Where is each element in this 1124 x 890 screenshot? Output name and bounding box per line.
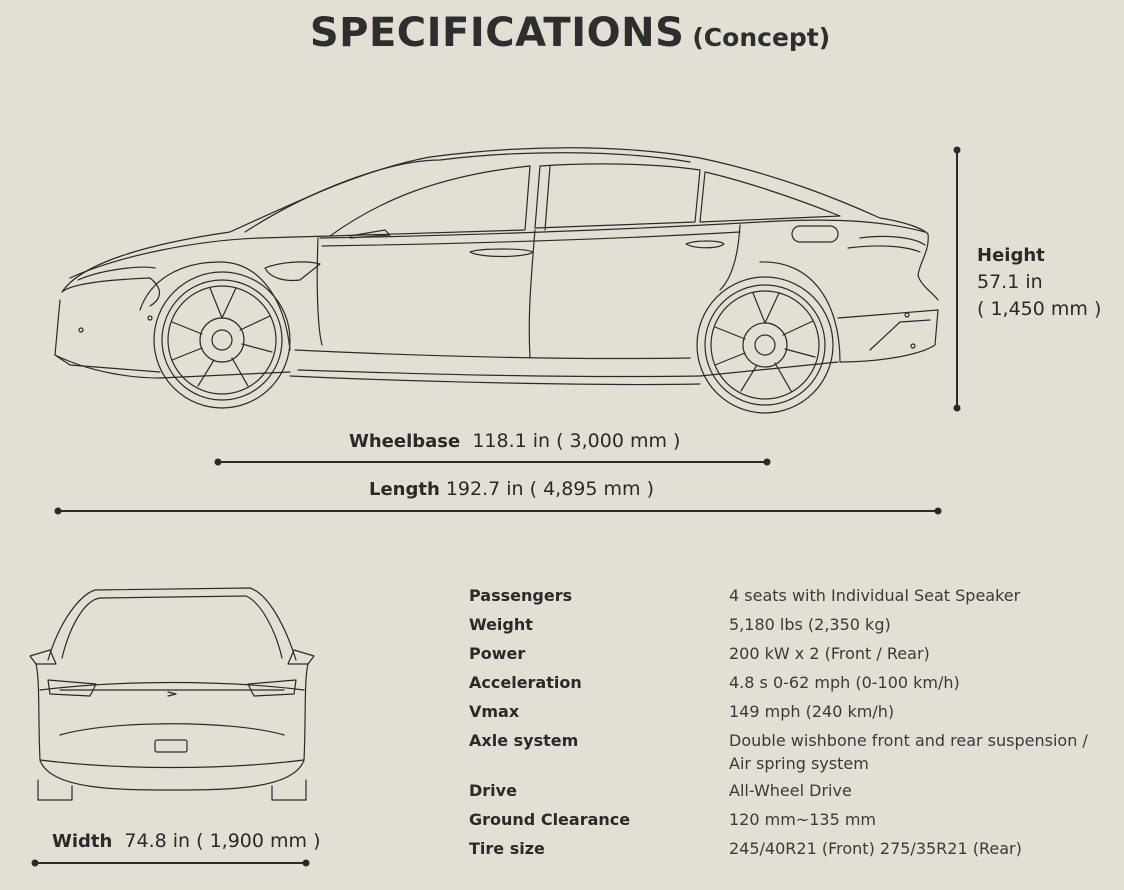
spec-label: Power	[469, 644, 526, 663]
spec-value: Double wishbone front and rear suspensio…	[729, 731, 1088, 773]
spec-label: Acceleration	[469, 673, 582, 692]
length-value: 192.7 in ( 4,895 mm )	[445, 478, 654, 500]
spec-value: 245/40R21 (Front) 275/35R21 (Rear)	[729, 839, 1022, 858]
height-value-in: 57.1 in	[977, 271, 1043, 293]
height-title: Height	[977, 245, 1045, 266]
title-subtitle: (Concept)	[692, 23, 831, 52]
width-label: Width 74.8 in ( 1,900 mm )	[52, 830, 320, 852]
wheelbase-value: 118.1 in ( 3,000 mm )	[472, 430, 681, 452]
side-view-car	[54, 147, 939, 414]
spec-row-acceleration: Acceleration 4.8 s 0-62 mph (0-100 km/h)	[469, 671, 1109, 700]
spec-row-drive: Drive All-Wheel Drive	[469, 779, 1109, 808]
spec-row-ground-clearance: Ground Clearance 120 mm~135 mm	[469, 808, 1109, 837]
length-title: Length	[369, 479, 440, 500]
length-label: Length 192.7 in ( 4,895 mm )	[369, 478, 654, 500]
page-title: SPECIFICATIONS(Concept)	[0, 10, 1124, 56]
spec-label: Ground Clearance	[469, 810, 631, 829]
wheelbase-title: Wheelbase	[349, 431, 461, 452]
spec-label: Vmax	[469, 702, 520, 721]
spec-row-passengers: Passengers 4 seats with Individual Seat …	[469, 584, 1109, 613]
spec-value: 5,180 lbs (2,350 kg)	[729, 615, 891, 634]
front-view-car	[29, 587, 315, 801]
spec-table: Passengers 4 seats with Individual Seat …	[469, 584, 1109, 866]
spec-value: 200 kW x 2 (Front / Rear)	[729, 644, 930, 663]
spec-row-power: Power 200 kW x 2 (Front / Rear)	[469, 642, 1109, 671]
spec-row-axle-system: Axle system Double wishbone front and re…	[469, 729, 1109, 779]
spec-label: Passengers	[469, 586, 573, 605]
wheelbase-label: Wheelbase 118.1 in ( 3,000 mm )	[349, 430, 680, 452]
width-value: 74.8 in ( 1,900 mm )	[124, 830, 321, 852]
dimension-lines	[31, 146, 961, 867]
spec-label: Weight	[469, 615, 533, 634]
spec-label: Drive	[469, 781, 517, 800]
spec-row-tire-size: Tire size 245/40R21 (Front) 275/35R21 (R…	[469, 837, 1109, 866]
spec-label: Tire size	[469, 839, 545, 858]
spec-row-vmax: Vmax 149 mph (240 km/h)	[469, 700, 1109, 729]
title-main: SPECIFICATIONS	[309, 10, 685, 56]
spec-value: 149 mph (240 km/h)	[729, 702, 895, 721]
spec-value: 4 seats with Individual Seat Speaker	[729, 586, 1021, 605]
spec-row-weight: Weight 5,180 lbs (2,350 kg)	[469, 613, 1109, 642]
spec-value: 120 mm~135 mm	[729, 810, 876, 829]
spec-value: All-Wheel Drive	[729, 781, 852, 800]
height-value-mm: ( 1,450 mm )	[977, 298, 1102, 320]
spec-value: 4.8 s 0-62 mph (0-100 km/h)	[729, 673, 960, 692]
height-label: Height 57.1 in ( 1,450 mm )	[977, 242, 1101, 323]
spec-label: Axle system	[469, 731, 579, 750]
width-title: Width	[52, 831, 113, 852]
